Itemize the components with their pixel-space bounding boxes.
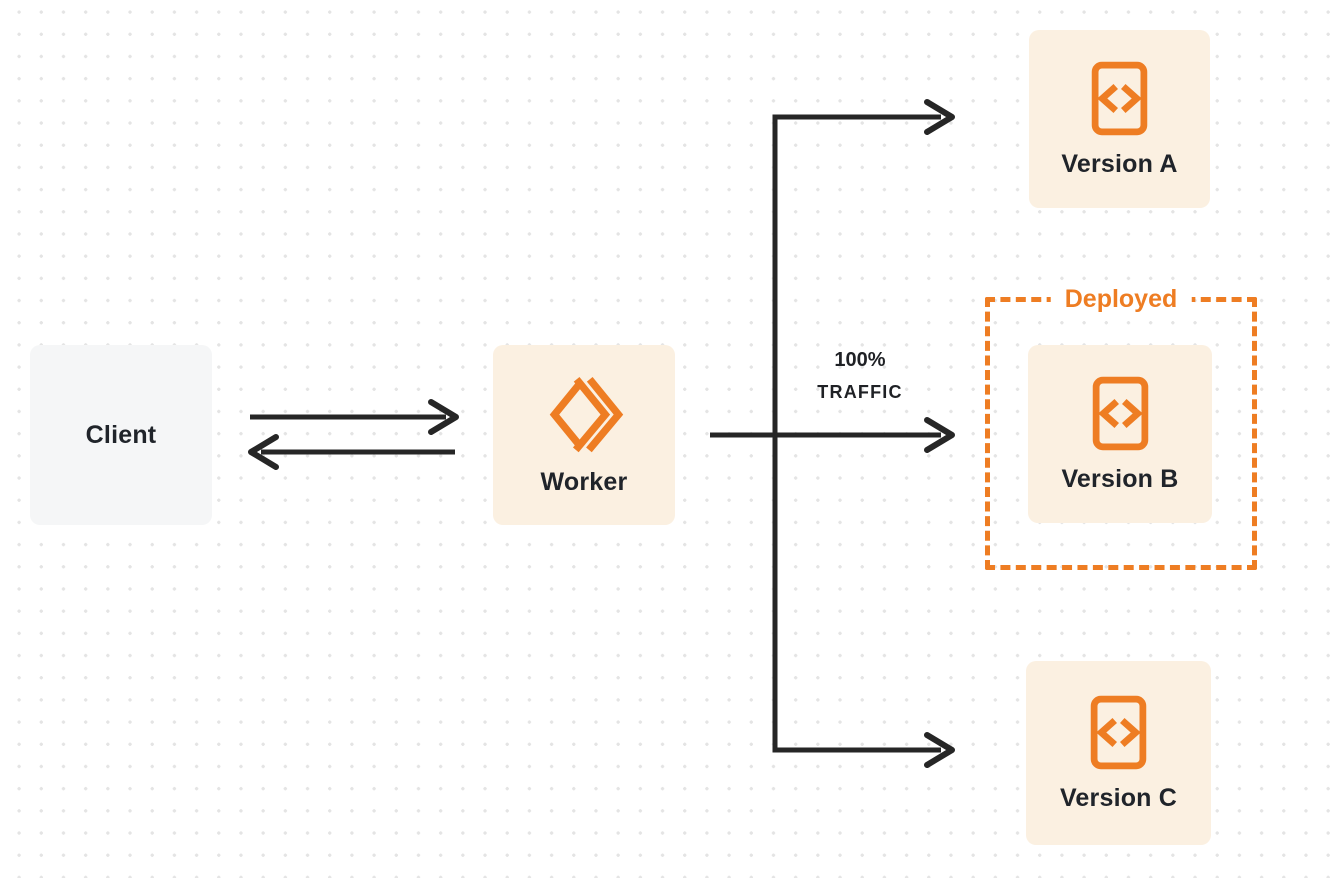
deployed-outline: Deployed: [985, 284, 1257, 570]
edge-branch-trunk: [772, 114, 941, 753]
traffic-word: TRAFFIC: [817, 382, 903, 402]
code-document-icon: [1090, 695, 1147, 770]
version-a-node: Version A: [1029, 30, 1210, 208]
traffic-percentage: 100%: [834, 349, 886, 371]
arrowhead-to-client-icon: [248, 434, 279, 470]
worker-node: Worker: [493, 345, 675, 525]
version-b-label: Version B: [1061, 465, 1179, 493]
arrowhead-to-worker-icon: [428, 399, 459, 435]
traffic-annotation: 100% TRAFFIC: [795, 350, 925, 401]
version-a-label: Version A: [1061, 150, 1178, 178]
code-document-icon: [1091, 61, 1148, 136]
arrowhead-to-version-b-icon: [924, 417, 955, 453]
version-b-node: Version B: [1028, 345, 1212, 523]
version-c-label: Version C: [1059, 784, 1178, 812]
worker-label: Worker: [540, 467, 628, 496]
client-label: Client: [85, 420, 157, 449]
workers-chevrons-icon: [543, 376, 625, 454]
arrowhead-to-version-c-icon: [924, 732, 955, 768]
client-node: Client: [30, 345, 212, 525]
deployed-label: Deployed: [1050, 284, 1192, 314]
arrowhead-to-version-a-icon: [924, 99, 955, 135]
code-document-icon: [1092, 376, 1149, 451]
version-c-node: Version C: [1026, 661, 1211, 845]
